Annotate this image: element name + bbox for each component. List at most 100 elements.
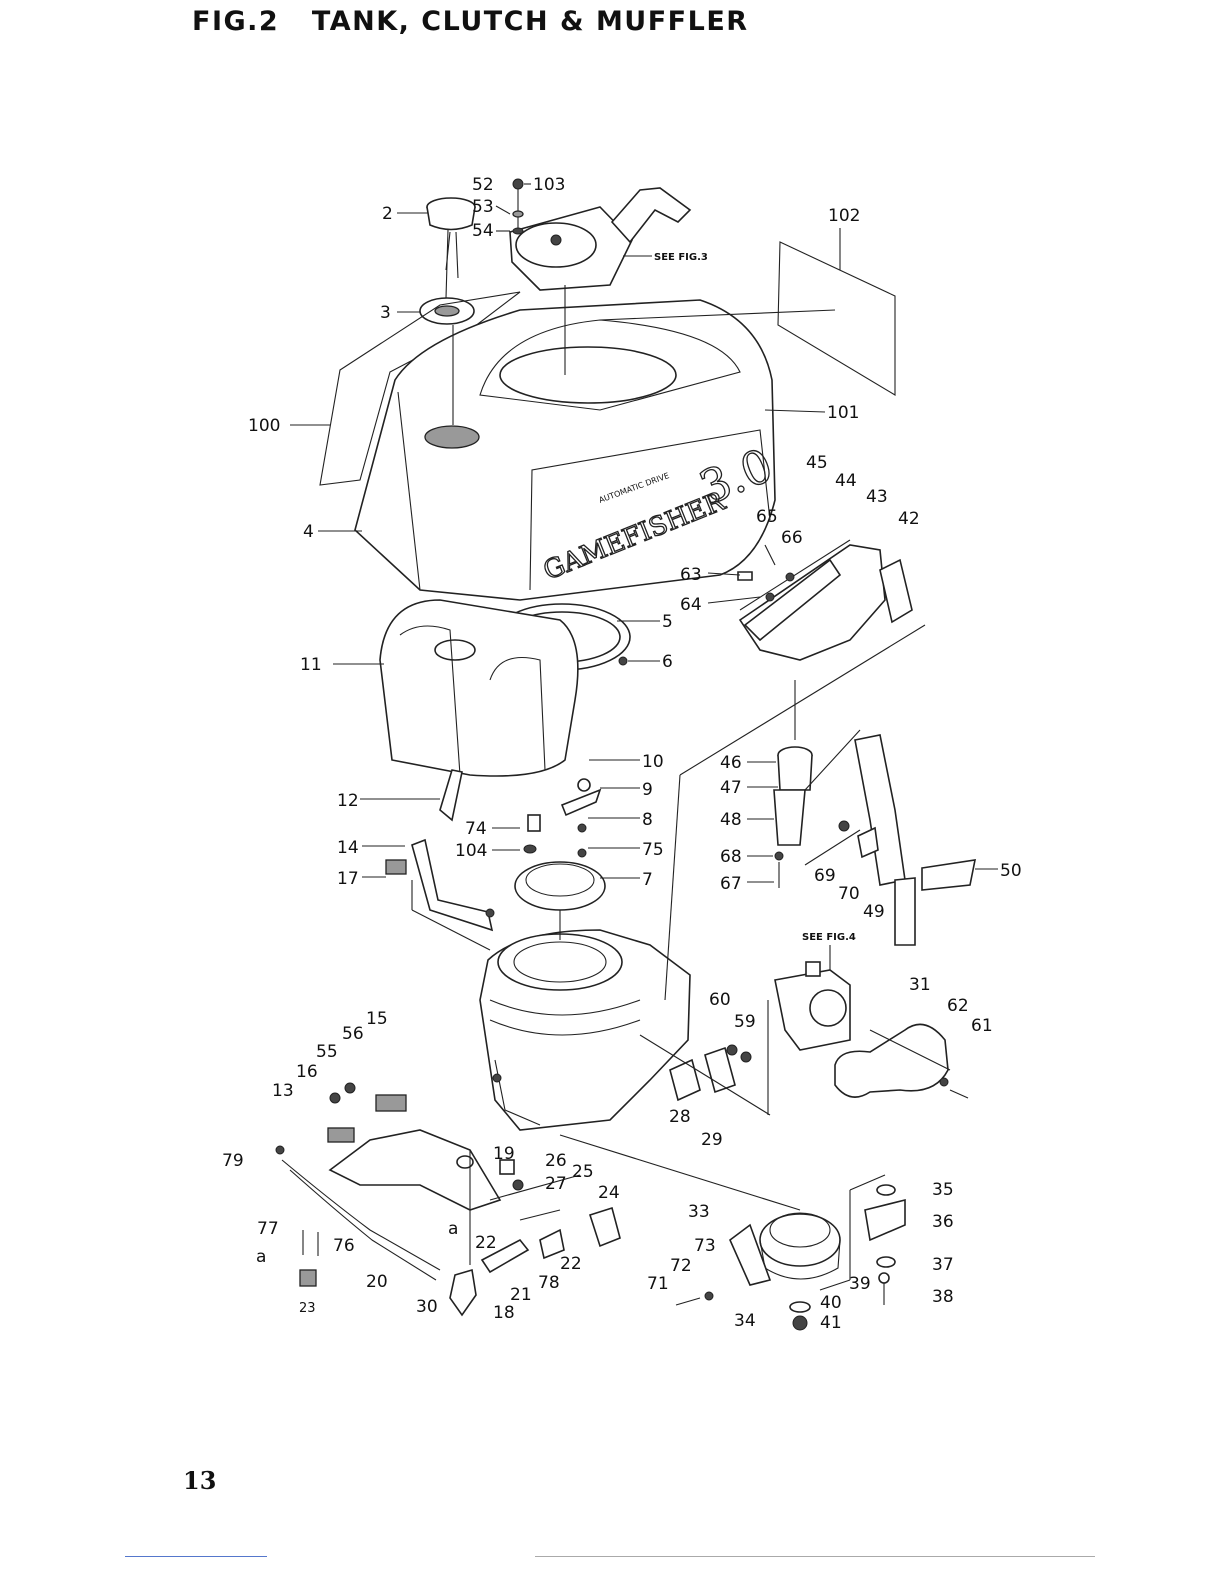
page-title: FIG.2 TANK, CLUTCH & MUFFLER bbox=[192, 6, 749, 37]
page-number: 13 bbox=[183, 1466, 217, 1495]
part-label-45: 45 bbox=[806, 453, 828, 473]
leader-lines bbox=[290, 183, 998, 883]
part-label-42: 42 bbox=[898, 509, 920, 529]
part-label-16: 16 bbox=[296, 1062, 318, 1082]
part-label-13: 13 bbox=[272, 1081, 294, 1101]
part-label-22-b: 22 bbox=[560, 1254, 582, 1274]
part-label-4: 4 bbox=[303, 522, 314, 542]
part-label-70: 70 bbox=[838, 884, 860, 904]
part-label-77: 77 bbox=[257, 1219, 279, 1239]
part-label-34: 34 bbox=[734, 1311, 756, 1331]
part-label-41: 41 bbox=[820, 1313, 842, 1333]
part-label-18: 18 bbox=[493, 1303, 515, 1323]
part-label-62: 62 bbox=[947, 996, 969, 1016]
see-fig3-note: SEE FIG.3 bbox=[654, 252, 708, 263]
part-label-60: 60 bbox=[709, 990, 731, 1010]
part-label-78: 78 bbox=[538, 1273, 560, 1293]
part-label-48: 48 bbox=[720, 810, 742, 830]
part-label-31: 31 bbox=[909, 975, 931, 995]
footer-rule-right bbox=[535, 1556, 1095, 1557]
part-label-40: 40 bbox=[820, 1293, 842, 1313]
part-label-69: 69 bbox=[814, 866, 836, 886]
part-label-12: 12 bbox=[337, 791, 359, 811]
part-label-49: 49 bbox=[863, 902, 885, 922]
part-label-52: 52 bbox=[472, 175, 494, 195]
part-label-72: 72 bbox=[670, 1256, 692, 1276]
part-label-79: 79 bbox=[222, 1151, 244, 1171]
part-label-26: 26 bbox=[545, 1151, 567, 1171]
clutch-drum bbox=[675, 1184, 906, 1331]
part-label-100: 100 bbox=[248, 416, 280, 436]
part-label-38: 38 bbox=[932, 1287, 954, 1307]
part-label-25: 25 bbox=[572, 1162, 594, 1182]
part-label-65: 65 bbox=[756, 507, 778, 527]
carburetor bbox=[774, 961, 851, 1051]
decal-left bbox=[319, 291, 521, 486]
recoil-starter bbox=[509, 178, 692, 291]
part-label-55: 55 bbox=[316, 1042, 338, 1062]
part-label-14: 14 bbox=[337, 838, 359, 858]
part-label-a2: a bbox=[448, 1219, 458, 1239]
part-label-33: 33 bbox=[688, 1202, 710, 1222]
part-label-73: 73 bbox=[694, 1236, 716, 1256]
part-label-11: 11 bbox=[300, 655, 322, 675]
exhaust-pipe bbox=[773, 734, 977, 946]
part-label-67: 67 bbox=[720, 874, 742, 894]
part-label-8: 8 bbox=[642, 810, 653, 830]
part-label-63: 63 bbox=[680, 565, 702, 585]
part-label-43: 43 bbox=[866, 487, 888, 507]
part-label-64: 64 bbox=[680, 595, 702, 615]
part-label-102: 102 bbox=[828, 206, 860, 226]
part-label-74: 74 bbox=[465, 819, 487, 839]
part-label-103: 103 bbox=[533, 175, 565, 195]
part-labels: 2 3 4 5 6 7 8 9 10 11 12 13 14 15 16 17 … bbox=[222, 175, 1022, 1333]
clutch-bracket bbox=[385, 838, 495, 932]
fuel-cap bbox=[426, 197, 476, 279]
part-label-a1: a bbox=[256, 1247, 266, 1267]
part-label-76: 76 bbox=[333, 1236, 355, 1256]
footer-rule-left bbox=[125, 1556, 267, 1557]
part-label-68: 68 bbox=[720, 847, 742, 867]
part-label-61: 61 bbox=[971, 1016, 993, 1036]
part-label-27: 27 bbox=[545, 1174, 567, 1194]
part-label-9: 9 bbox=[642, 780, 653, 800]
part-label-28: 28 bbox=[669, 1107, 691, 1127]
part-label-46: 46 bbox=[720, 753, 742, 773]
part-label-47: 47 bbox=[720, 778, 742, 798]
part-label-71: 71 bbox=[647, 1274, 669, 1294]
part-label-17: 17 bbox=[337, 869, 359, 889]
part-label-19: 19 bbox=[493, 1144, 515, 1164]
air-intake bbox=[834, 1023, 969, 1099]
part-label-23: 23 bbox=[299, 1301, 316, 1316]
part-label-56: 56 bbox=[342, 1024, 364, 1044]
part-label-5: 5 bbox=[662, 612, 673, 632]
decal-right bbox=[777, 241, 896, 396]
part-label-104: 104 bbox=[455, 841, 487, 861]
clutch-plate bbox=[514, 778, 606, 911]
part-label-24: 24 bbox=[598, 1183, 620, 1203]
part-label-54: 54 bbox=[472, 221, 494, 241]
part-label-39: 39 bbox=[849, 1274, 871, 1294]
part-label-21: 21 bbox=[510, 1285, 532, 1305]
part-label-29: 29 bbox=[701, 1130, 723, 1150]
engine-block bbox=[479, 929, 691, 1131]
part-label-101: 101 bbox=[827, 403, 859, 423]
part-label-3: 3 bbox=[380, 303, 391, 323]
part-label-59: 59 bbox=[734, 1012, 756, 1032]
see-fig4-note: SEE FIG.4 bbox=[802, 932, 856, 943]
part-label-20: 20 bbox=[366, 1272, 388, 1292]
assembly-lines bbox=[411, 229, 951, 1291]
part-label-66: 66 bbox=[781, 528, 803, 548]
part-label-50: 50 bbox=[1000, 861, 1022, 881]
part-label-44: 44 bbox=[835, 471, 857, 491]
part-label-2: 2 bbox=[382, 204, 393, 224]
part-label-30: 30 bbox=[416, 1297, 438, 1317]
part-label-37: 37 bbox=[932, 1255, 954, 1275]
intake-gaskets bbox=[669, 1044, 752, 1102]
part-label-15: 15 bbox=[366, 1009, 388, 1029]
part-label-10: 10 bbox=[642, 752, 664, 772]
part-label-35: 35 bbox=[932, 1180, 954, 1200]
part-label-53: 53 bbox=[472, 197, 494, 217]
cap-gasket bbox=[419, 297, 475, 325]
